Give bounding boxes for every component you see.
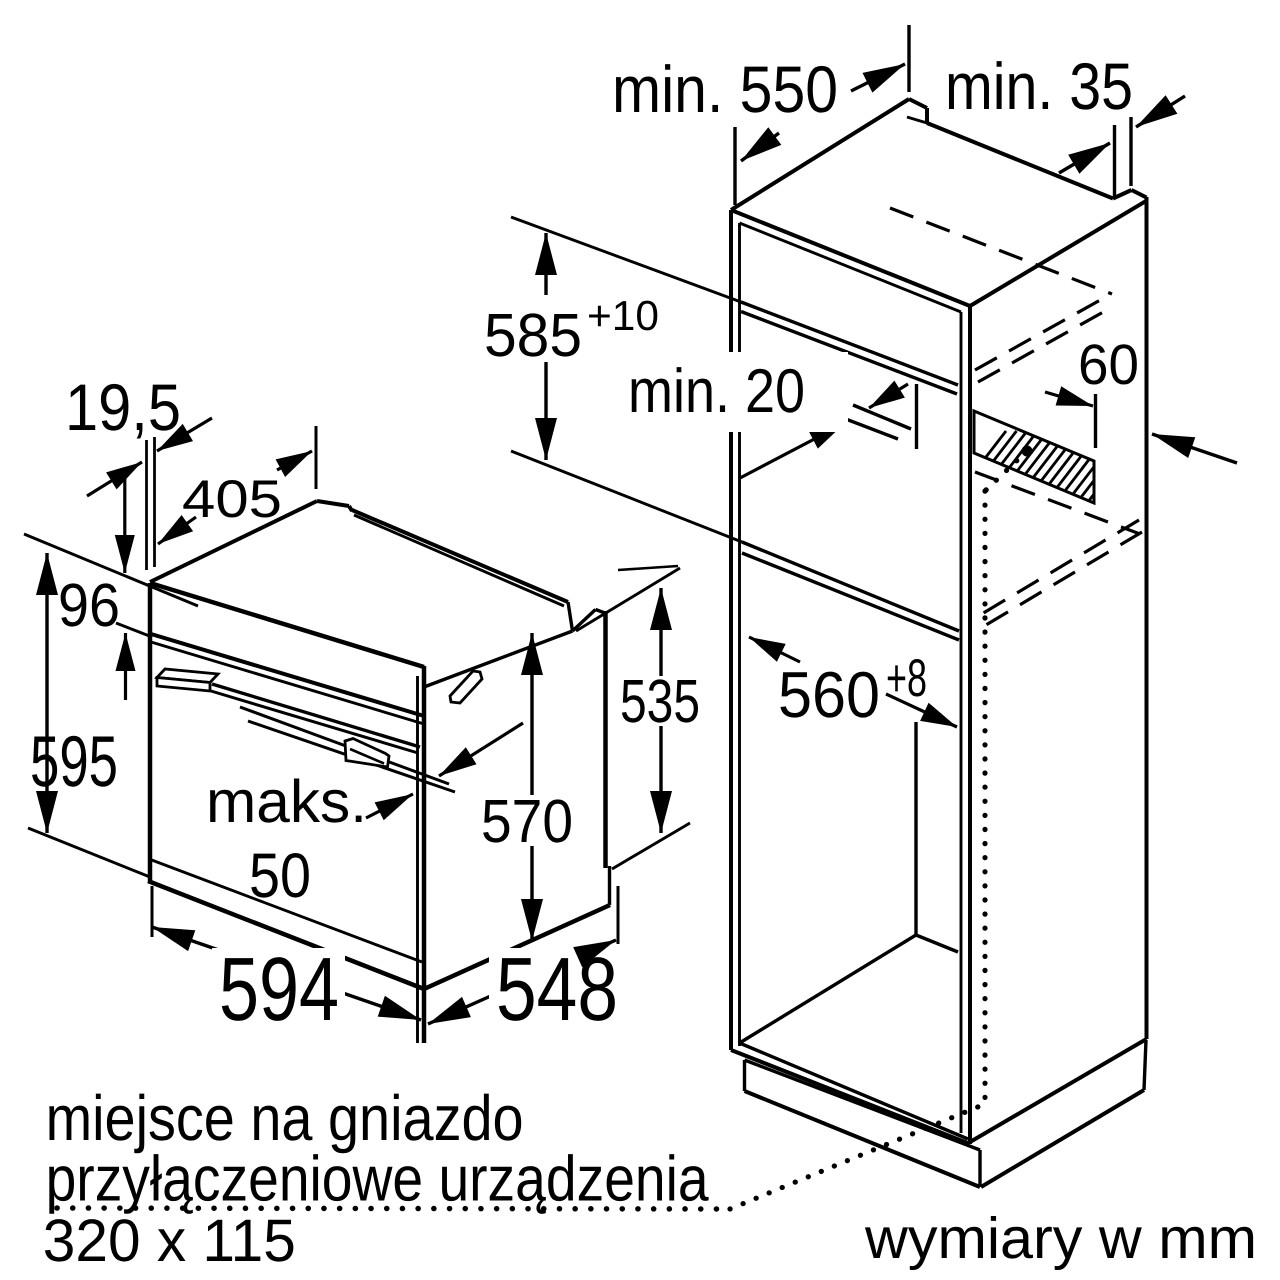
svg-text:560: 560 — [778, 658, 880, 731]
svg-text:405: 405 — [182, 470, 282, 529]
svg-text:585: 585 — [484, 301, 582, 369]
svg-text:min. 550: min. 550 — [612, 52, 838, 126]
svg-text:miejsce na gniazdo: miejsce na gniazdo — [46, 1082, 524, 1154]
svg-text:50: 50 — [249, 841, 311, 911]
svg-text:+8: +8 — [886, 649, 927, 708]
svg-text:548: 548 — [496, 940, 618, 1040]
svg-text:maks.: maks. — [206, 768, 367, 835]
svg-text:min. 20: min. 20 — [628, 357, 805, 426]
svg-text:min. 35: min. 35 — [945, 49, 1133, 123]
svg-text:594: 594 — [219, 940, 339, 1040]
svg-text:535: 535 — [620, 667, 700, 735]
svg-text:595: 595 — [30, 722, 118, 802]
svg-text:96: 96 — [58, 571, 120, 639]
svg-text:+10: +10 — [587, 292, 659, 339]
svg-text:przyłączeniowe urządzenia: przyłączeniowe urządzenia — [46, 1143, 709, 1215]
svg-text:19,5: 19,5 — [65, 370, 181, 444]
svg-text:wymiary w mm: wymiary w mm — [864, 1206, 1257, 1271]
svg-text:320 x 115: 320 x 115 — [43, 1207, 296, 1274]
svg-text:60: 60 — [1078, 333, 1139, 397]
svg-text:570: 570 — [481, 787, 573, 855]
